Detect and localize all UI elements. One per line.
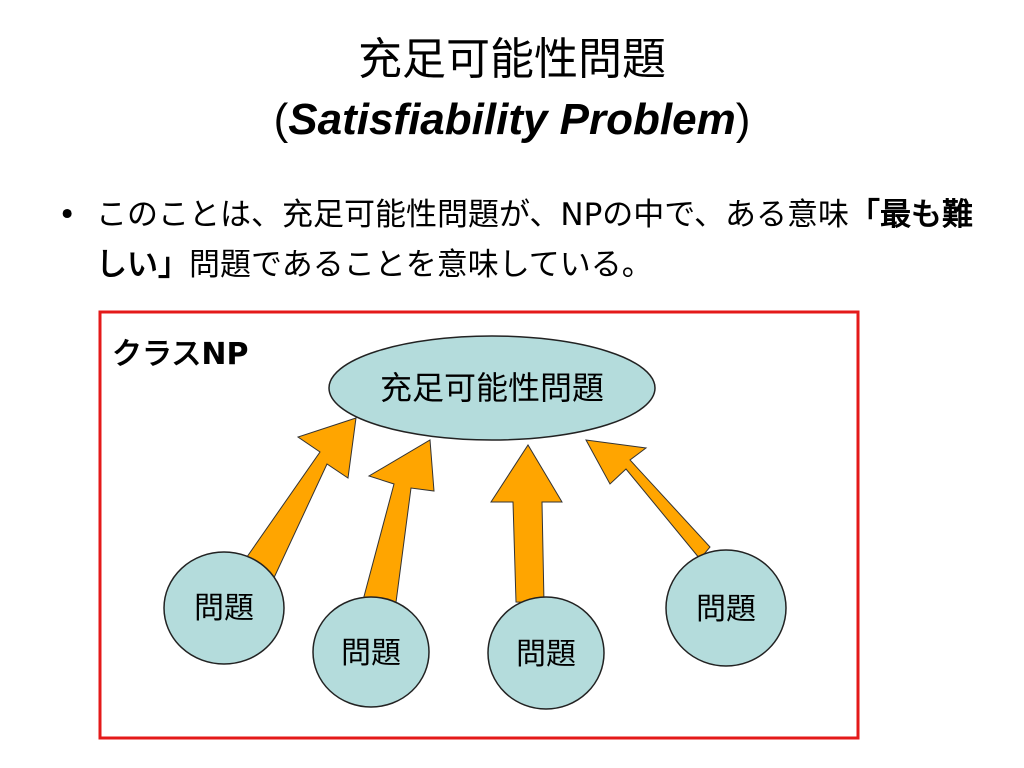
arrow-3 (490, 444, 563, 604)
bullet-text-emphasis: 「最も難しい」 (96, 197, 974, 283)
problem-node-2 (312, 596, 430, 708)
problem-node-1 (163, 551, 285, 665)
title-japanese: 充足可能性問題 (358, 34, 666, 85)
bullet-marker: • (58, 197, 77, 233)
sat-problem-node (328, 335, 656, 441)
problem-label-2: 問題 (341, 636, 401, 671)
slide-title: 充足可能性問題 (Satisfiability Problem) (0, 30, 1024, 150)
arrow-4 (585, 439, 711, 560)
bullet-text: このことは、充足可能性問題が、NPの中で、ある意味「最も難しい」問題であることを… (96, 190, 978, 290)
problem-node-4 (665, 549, 787, 667)
class-np-box (98, 310, 860, 740)
bullet-item: • このことは、充足可能性問題が、NPの中で、ある意味「最も難しい」問題であるこ… (58, 190, 978, 290)
problem-label-4: 問題 (696, 592, 756, 627)
class-np-label: クラスNP (112, 337, 249, 372)
title-english: (Satisfiability Problem) (0, 90, 1024, 150)
problem-label-3: 問題 (516, 637, 576, 672)
arrow-1 (241, 417, 357, 583)
title-close-paren: ) (735, 95, 751, 144)
problem-node-3 (487, 596, 605, 710)
arrow-2 (361, 439, 435, 611)
title-english-text: Satisfiability Problem (288, 95, 736, 144)
sat-problem-label: 充足可能性問題 (380, 369, 604, 407)
problem-label-1: 問題 (194, 591, 254, 626)
bullet-text-part1: このことは、充足可能性問題が、NPの中で、ある意味 (96, 197, 850, 233)
title-open-paren: ( (273, 95, 289, 144)
bullet-text-part2: 問題であることを意味している。 (189, 247, 653, 283)
